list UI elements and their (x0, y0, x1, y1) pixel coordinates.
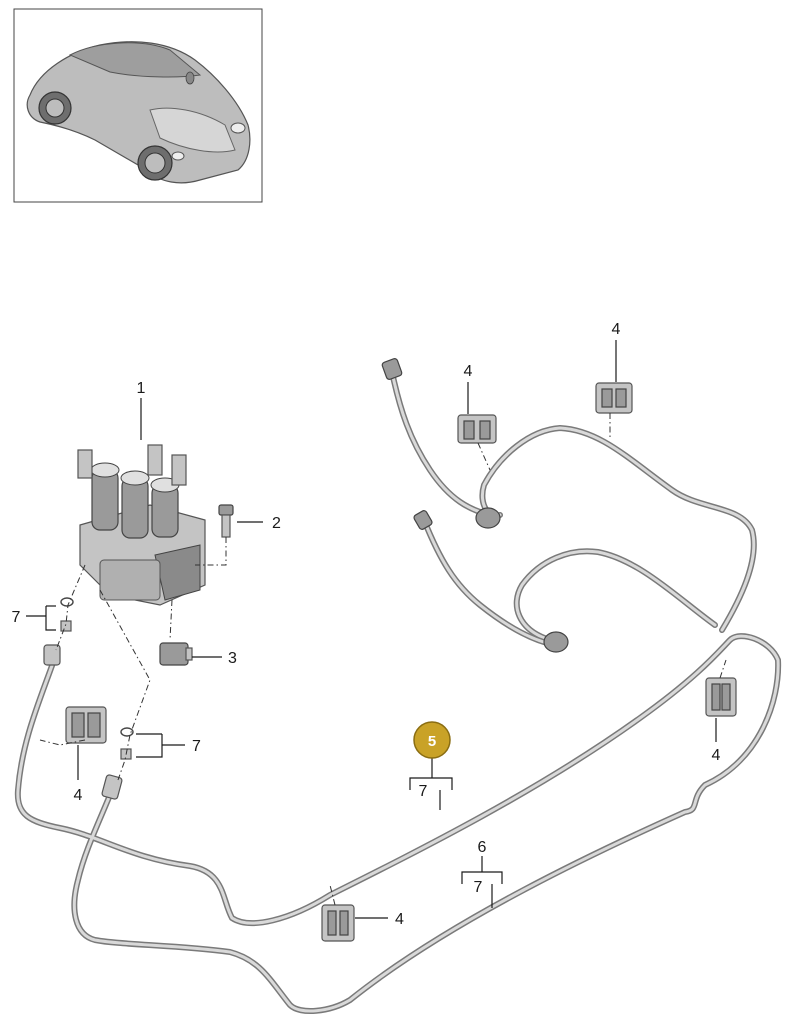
callout-4-clip-upper-left[interactable]: 4 (464, 363, 473, 380)
callout-1[interactable]: 1 (137, 380, 146, 397)
clip-part-4 (65, 382, 737, 942)
callout-3[interactable]: 3 (228, 650, 237, 667)
vehicle-overview-panel[interactable] (13, 8, 263, 203)
valve-block-part-1[interactable] (77, 444, 206, 606)
callout-7-upper-left[interactable]: 7 (12, 609, 21, 626)
callout-7-under-6[interactable]: 7 (474, 879, 483, 896)
connector-part-3[interactable] (159, 642, 193, 666)
callout-4-clip-right[interactable]: 4 (712, 747, 721, 764)
callout-5-highlight[interactable]: 5 (413, 721, 451, 759)
callout-leaders (26, 340, 717, 919)
bolt-part-2[interactable] (218, 504, 234, 538)
callout-5: 5 (428, 733, 436, 750)
fluid-line-part-5[interactable] (14, 358, 782, 1014)
callout-6[interactable]: 6 (478, 839, 487, 856)
callout-7-left[interactable]: 7 (192, 738, 201, 755)
callout-4-clip-left[interactable]: 4 (74, 787, 83, 804)
car-overview-icon (26, 41, 251, 184)
assembly-lines (39, 413, 727, 906)
callout-4-clip-upper-right[interactable]: 4 (612, 321, 621, 338)
callout-4-clip-bottom[interactable]: 4 (395, 911, 404, 928)
callout-2[interactable]: 2 (272, 515, 281, 532)
callout-7-under-5[interactable]: 7 (419, 783, 428, 800)
